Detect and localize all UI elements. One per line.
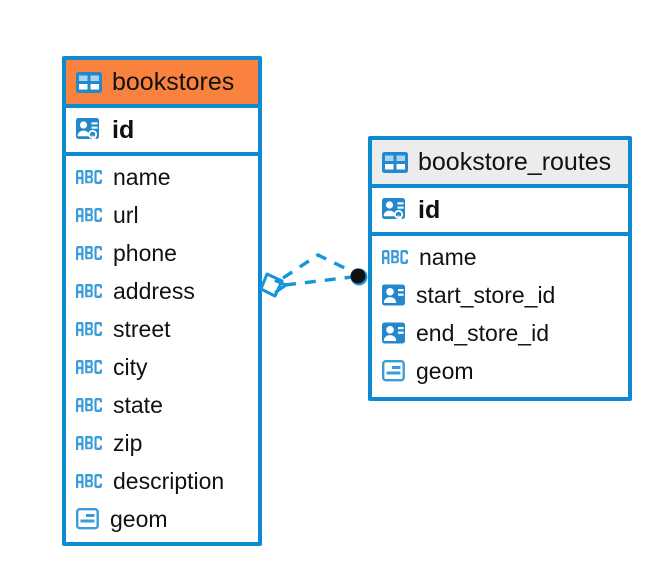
- table-icon: [382, 151, 408, 173]
- field-row-description[interactable]: description: [66, 462, 258, 500]
- text-field-icon: [76, 396, 104, 414]
- text-field-icon: [76, 168, 104, 186]
- relationship-end-store-id: [284, 275, 353, 287]
- field-label: city: [113, 353, 148, 380]
- text-field-icon: [76, 282, 104, 300]
- field-label: name: [419, 243, 477, 270]
- field-row-zip[interactable]: zip: [66, 424, 258, 462]
- entity-bookstores[interactable]: bookstores id: [62, 56, 262, 546]
- field-label: end_store_id: [416, 319, 549, 346]
- field-label: id: [112, 115, 135, 144]
- field-row-url[interactable]: url: [66, 196, 258, 234]
- field-row-phone[interactable]: phone: [66, 234, 258, 272]
- field-row-geom[interactable]: geom: [66, 500, 258, 538]
- field-row-name[interactable]: name: [372, 238, 628, 276]
- relationship-start-store-id: [282, 253, 354, 280]
- entity-bookstore-routes[interactable]: bookstore_routes id: [368, 136, 632, 401]
- text-field-icon: [382, 248, 410, 266]
- table-icon: [76, 71, 102, 93]
- field-row-address[interactable]: address: [66, 272, 258, 310]
- field-row-start-store-id[interactable]: start_store_id: [372, 276, 628, 314]
- entity-title: bookstore_routes: [418, 147, 612, 176]
- text-field-icon: [76, 358, 104, 376]
- entity-header-bookstore-routes[interactable]: bookstore_routes: [372, 140, 628, 188]
- field-row-geom[interactable]: geom: [372, 352, 628, 390]
- field-label: geom: [416, 357, 474, 384]
- one-marker: [350, 268, 368, 286]
- field-row-state[interactable]: state: [66, 386, 258, 424]
- entity-fields-bookstores: name url: [66, 156, 258, 540]
- crows-foot-marker: [259, 272, 288, 298]
- field-row-end-store-id[interactable]: end_store_id: [372, 314, 628, 352]
- field-label: zip: [113, 429, 143, 456]
- field-label: name: [113, 163, 171, 190]
- primary-key-icon: [382, 197, 409, 223]
- field-label: phone: [113, 239, 177, 266]
- field-label: address: [113, 277, 195, 304]
- text-field-icon: [76, 320, 104, 338]
- geometry-field-icon: [76, 507, 101, 531]
- entity-fields-bookstore-routes: name start_store_id: [372, 236, 628, 392]
- field-row-primary-key[interactable]: id: [372, 188, 628, 236]
- text-field-icon: [76, 206, 104, 224]
- field-label: url: [113, 201, 139, 228]
- foreign-key-icon: [382, 284, 407, 306]
- field-row-city[interactable]: city: [66, 348, 258, 386]
- primary-key-icon: [76, 117, 103, 143]
- text-field-icon: [76, 244, 104, 262]
- field-row-name[interactable]: name: [66, 158, 258, 196]
- field-label: id: [418, 195, 441, 224]
- field-row-primary-key[interactable]: id: [66, 108, 258, 156]
- text-field-icon: [76, 472, 104, 490]
- field-label: start_store_id: [416, 281, 556, 308]
- field-label: description: [113, 467, 225, 494]
- entity-title: bookstores: [112, 67, 235, 96]
- field-label: state: [113, 391, 163, 418]
- entity-header-bookstores[interactable]: bookstores: [66, 60, 258, 108]
- field-label: street: [113, 315, 171, 342]
- foreign-key-icon: [382, 322, 407, 344]
- text-field-icon: [76, 434, 104, 452]
- field-row-street[interactable]: street: [66, 310, 258, 348]
- field-label: geom: [110, 505, 168, 532]
- geometry-field-icon: [382, 359, 407, 383]
